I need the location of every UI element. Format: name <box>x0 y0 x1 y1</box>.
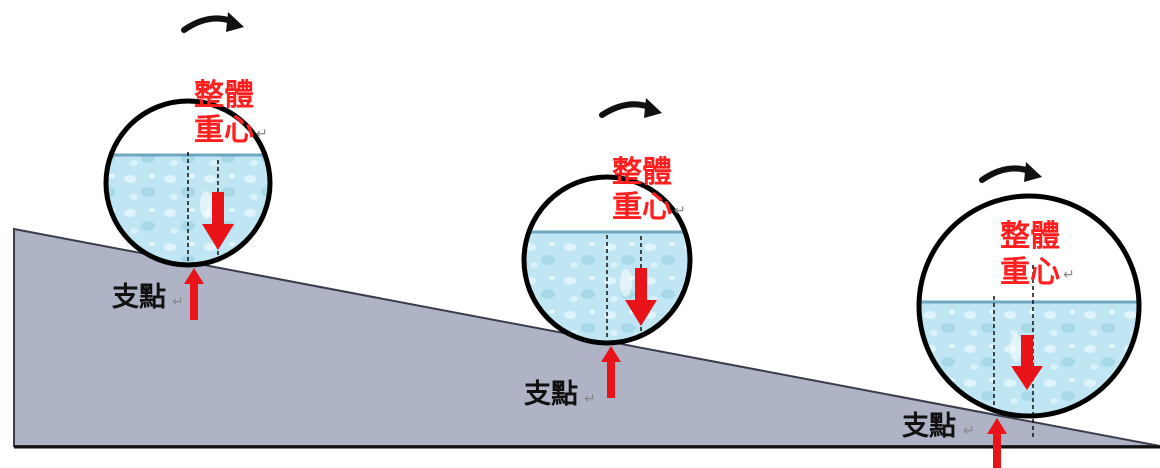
ball-outline <box>916 193 1142 419</box>
cg-label-line1: 整體 <box>1000 219 1060 254</box>
cg-label-line1: 整體 <box>612 155 672 190</box>
support-up-arrow-icon <box>987 418 1007 468</box>
ball-2: 整體 重心 ↵ 支點 ↵ <box>521 98 693 410</box>
paragraph-mark: ↵ <box>172 294 184 310</box>
cg-label-line2: 重心 <box>612 190 672 225</box>
ball-1: 整體 重心 ↵ 支點 ↵ <box>103 12 273 320</box>
paragraph-mark: ↵ <box>674 203 686 219</box>
support-up-arrow-icon <box>184 268 204 320</box>
gravity-down-arrow-icon <box>625 268 657 326</box>
ball-outline <box>521 174 693 346</box>
paragraph-mark: ↵ <box>963 423 975 439</box>
paragraph-mark: ↵ <box>1063 267 1075 283</box>
ball-outline <box>103 98 273 268</box>
rotation-arrowhead-icon <box>1024 162 1042 182</box>
rotation-arrowhead-icon <box>226 12 244 32</box>
rotation-arrowhead-icon <box>644 98 662 118</box>
paragraph-mark: ↵ <box>584 391 596 407</box>
cg-label-line2: 重心 <box>194 113 254 148</box>
paragraph-mark: ↵ <box>256 126 268 142</box>
fulcrum-label: 支點 <box>524 379 578 410</box>
gravity-down-arrow-icon <box>1011 335 1043 390</box>
support-up-arrow-icon <box>601 346 621 398</box>
fulcrum-label: 支點 <box>112 282 166 313</box>
cg-label-line2: 重心 <box>1000 255 1060 290</box>
gravity-down-arrow-icon <box>202 192 234 250</box>
fulcrum-label: 支點 <box>902 411 956 442</box>
cg-label-line1: 整體 <box>194 78 254 113</box>
